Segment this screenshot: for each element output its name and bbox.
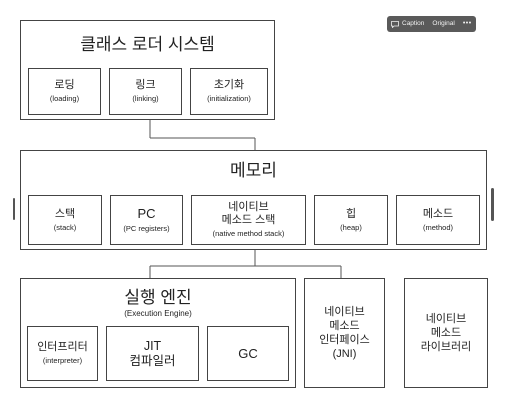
class-loader-box: 클래스 로더 시스템 로딩 (loading) 링크 (linking) 초기화… [20,20,275,120]
item-label: 메소드 스택 [221,214,276,226]
engine-item-jit-compiler: JIT 컴파일러 [106,326,199,381]
item-sublabel: (heap) [340,222,362,232]
item-sublabel: (native method stack) [212,229,285,238]
item-label: 스택 [54,207,76,220]
item-label: 로딩 [54,79,75,91]
item-label: 힙 [345,207,357,220]
execution-engine-title: 실행 엔진 [124,288,192,307]
image-toolbar: Caption Original ••• [387,16,476,32]
item-label: 초기화 [213,79,245,91]
caption-label: Caption [402,20,425,27]
item-label: GC [238,345,258,361]
item-sublabel: (loading) [49,94,80,103]
execution-engine-subtitle: (Execution Engine) [124,309,192,318]
class-loader-title: 클래스 로더 시스템 [80,35,215,54]
original-button[interactable]: Original [428,16,458,32]
item-label: (JNI) [332,348,357,360]
item-label: 컴파일러 [129,353,176,368]
item-sublabel: (stack) [53,222,77,232]
item-sublabel: (method) [422,222,453,232]
resize-handle-left[interactable] [13,198,15,220]
native-library-box: 네이티브 메소드 라이브러리 [404,278,488,388]
memory-title: 메모리 [230,161,277,180]
item-label: 메소드 [329,320,360,332]
item-label: 메소드 [430,327,462,339]
memory-item-native-method-stack: 네이티브 메소드 스택 (native method stack) [191,195,306,245]
memory-item-method: 메소드 (method) [396,195,480,245]
more-button[interactable]: ••• [459,16,476,32]
item-sublabel: (PC registers) [123,224,170,233]
item-sublabel: (interpreter) [42,356,83,365]
item-label: PC [137,206,156,221]
caption-button[interactable]: Caption [387,16,428,32]
item-label: 링크 [135,79,156,91]
memory-item-stack: 스택 (stack) [28,195,102,245]
more-icon: ••• [462,20,472,27]
item-label: 네이티브 [228,201,269,213]
item-sublabel: (linking) [132,94,159,103]
execution-engine-box: 실행 엔진 (Execution Engine) 인터프리터 (interpre… [20,278,296,388]
jni-box: 네이티브 메소드 인터페이스 (JNI) [304,278,385,388]
item-label: 메소드 [422,207,454,220]
item-label: 인터페이스 [319,334,370,346]
class-loader-item-initialization: 초기화 (initialization) [190,68,268,115]
original-label: Original [432,20,455,27]
engine-item-interpreter: 인터프리터 (interpreter) [27,326,98,381]
item-label: 네이티브 [324,306,365,318]
item-sublabel: (initialization) [207,94,251,103]
memory-item-pc-registers: PC (PC registers) [110,195,183,245]
speech-bubble-icon [391,20,399,28]
memory-box: 메모리 스택 (stack) PC (PC registers) 네이티브 메소… [20,150,487,250]
engine-item-gc: GC [207,326,289,381]
resize-handle-right[interactable] [491,188,494,221]
item-label: 인터프리터 [37,341,88,353]
item-label: 라이브러리 [420,341,472,353]
item-label: JIT [143,338,162,353]
class-loader-item-linking: 링크 (linking) [109,68,182,115]
item-label: 네이티브 [425,313,467,325]
class-loader-item-loading: 로딩 (loading) [28,68,101,115]
memory-item-heap: 힙 (heap) [314,195,388,245]
